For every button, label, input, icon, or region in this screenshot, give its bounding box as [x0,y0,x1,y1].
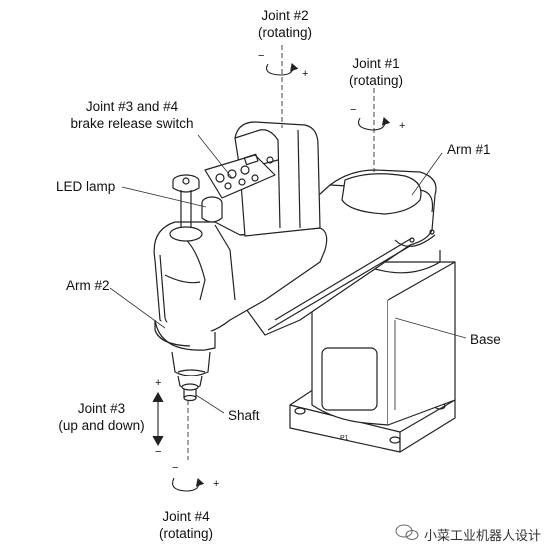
joint4-minus-sign: − [172,462,179,474]
switch-leader-line [197,134,233,179]
joint3-label: Joint #3(up and down) [58,401,145,433]
joint4-label: Joint #4(rotating) [158,509,214,541]
joint4-rotation-arrow [171,477,205,492]
arm1-leader-line [411,152,443,196]
joint3-plus-sign: + [155,377,162,389]
arm2-body [153,221,328,351]
joint1-rotation-arrow [357,116,391,131]
joint3-minus-sign: − [155,446,162,458]
joint2-rotation-arrow [265,62,299,76]
arm1-label: Arm #1 [447,142,491,157]
led-lamp-label: LED lamp [56,179,116,194]
watermark-text: 小菜工业机器人设计 [424,529,542,544]
joint1-plus-sign: + [399,120,406,132]
shaft-leader-line [195,394,225,414]
joint2-plus-sign: + [302,68,309,80]
lower-shaft [171,351,211,402]
arm1-body [224,169,437,336]
arm2-label: Arm #2 [66,278,110,293]
base-label: Base [470,332,501,347]
spline-shaft-top [169,174,203,242]
joint1-minus-sign: − [350,104,357,116]
wechat-logo-icon [395,524,419,540]
base-leader-line [394,317,467,339]
shaft-label: Shaft [228,408,260,423]
joint2-minus-sign: − [258,50,265,62]
base-label-plate [321,347,378,411]
joint4-plus-sign: + [213,478,220,490]
base-body [311,250,456,426]
joint3-updown-arrow [152,391,164,447]
led-lamp-body [201,196,223,223]
led-leader-line [121,186,207,208]
svg-text:P1: P1 [340,435,349,442]
joint2-label: Joint #2(rotating) [257,8,313,40]
arm2-leader-line [109,287,166,329]
joint1-label: Joint #1(rotating) [348,56,404,88]
